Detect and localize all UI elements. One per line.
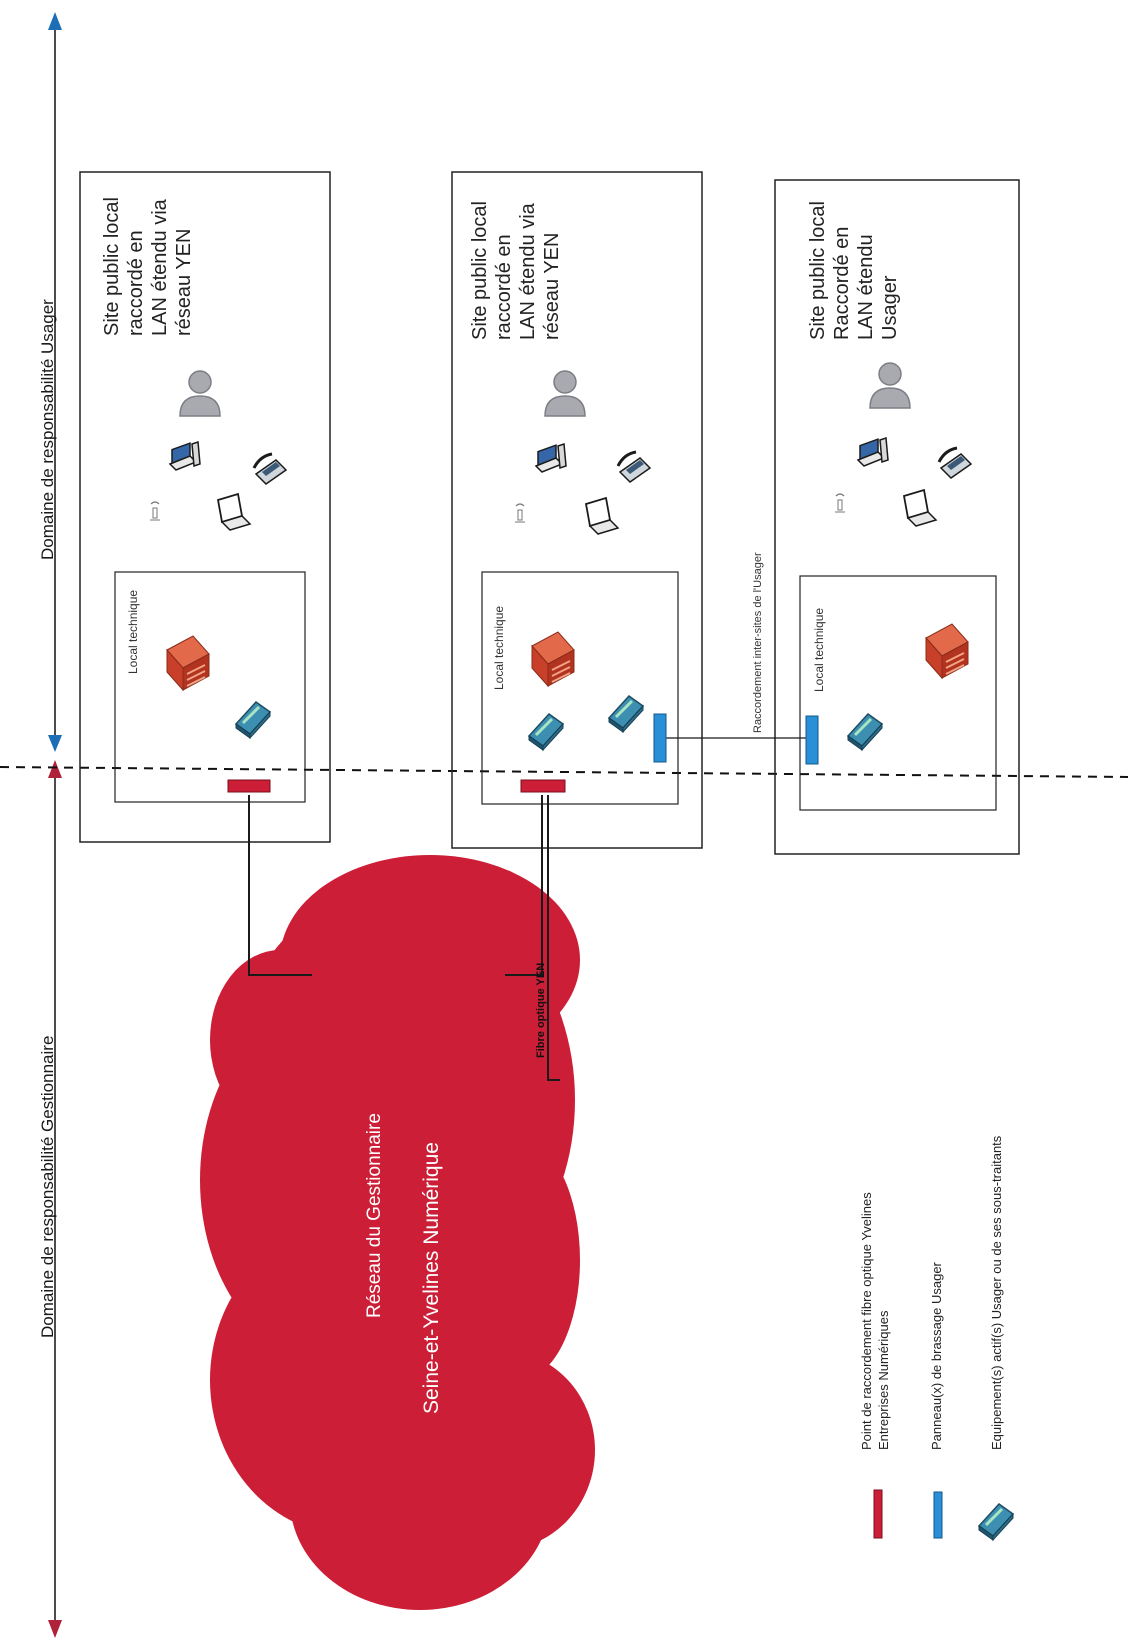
wifi-icon bbox=[515, 504, 525, 522]
wifi-icon bbox=[835, 494, 845, 512]
switch-icon bbox=[236, 702, 270, 738]
switch-icon bbox=[609, 696, 643, 732]
laptop-icon bbox=[586, 498, 618, 534]
server-icon bbox=[532, 632, 574, 686]
wifi-icon bbox=[150, 502, 160, 520]
switch-icon bbox=[529, 714, 563, 750]
server-icon bbox=[926, 624, 968, 678]
legend-blue-text: Panneau(x) de brassage Usager bbox=[928, 1262, 945, 1450]
usager-domain-label: Domaine de responsabilité Usager bbox=[38, 299, 58, 560]
red-connection-point-2 bbox=[521, 780, 565, 792]
local-technique-label-1: Local technique bbox=[126, 590, 140, 674]
blue-patch-panel-1 bbox=[654, 714, 666, 762]
legend-blue-symbol bbox=[934, 1492, 942, 1538]
local-technique-box-2 bbox=[482, 572, 678, 804]
local-technique-label-3: Local technique bbox=[812, 608, 826, 692]
phone-icon bbox=[618, 452, 650, 482]
computer-icon bbox=[858, 438, 888, 466]
blue-patch-panel-2 bbox=[806, 716, 818, 764]
local-technique-label-2: Local technique bbox=[492, 606, 506, 690]
phone-icon bbox=[254, 454, 286, 484]
laptop-icon bbox=[218, 494, 250, 530]
user-icon bbox=[870, 363, 910, 408]
laptop-icon bbox=[904, 490, 936, 526]
cloud-subtitle: Seine-et-Yvelines Numérique bbox=[420, 1142, 444, 1414]
fibre-label: Fibre optique YEN bbox=[535, 963, 547, 1058]
phone-icon bbox=[939, 448, 971, 478]
legend-device-icon bbox=[979, 1504, 1013, 1540]
responsibility-boundary bbox=[0, 767, 1128, 777]
computer-icon bbox=[170, 442, 200, 470]
user-icon bbox=[545, 371, 585, 416]
cloud-title: Réseau du Gestionnaire bbox=[364, 1113, 386, 1318]
switch-icon bbox=[848, 714, 882, 750]
inter-sites-label: Raccordement inter-sites de l'Usager bbox=[752, 552, 764, 733]
server-icon bbox=[167, 636, 209, 690]
legend-red-symbol bbox=[874, 1490, 882, 1538]
user-icon bbox=[180, 371, 220, 416]
gestionnaire-domain-label: Domaine de responsabilité Gestionnaire bbox=[38, 1036, 58, 1338]
local-technique-box-1 bbox=[115, 572, 305, 802]
legend-red-text: Point de raccordement fibre optique Yvel… bbox=[858, 1192, 892, 1450]
legend-device-text: Equipement(s) actif(s) Usager ou de ses … bbox=[988, 1136, 1005, 1450]
red-connection-point-1 bbox=[228, 780, 270, 792]
computer-icon bbox=[536, 444, 566, 472]
